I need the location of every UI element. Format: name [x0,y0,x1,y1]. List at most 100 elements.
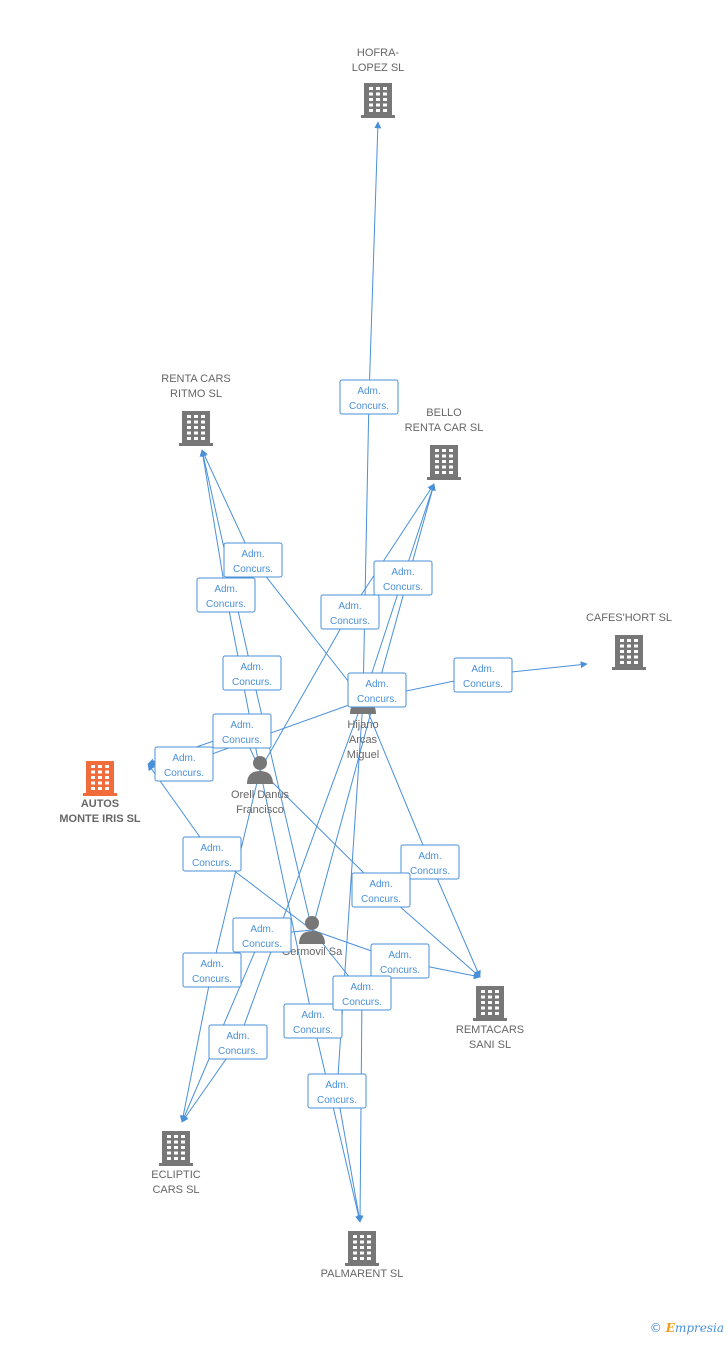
empresia-watermark[interactable]: ©Empresia [650,1321,724,1335]
node-palmarent[interactable]: PALMARENT SL [321,1231,404,1280]
edge-label-status: Concurs. [206,599,246,610]
edge-role-label[interactable]: Adm.Concurs. [222,655,282,691]
building-icon [427,445,461,480]
edge-label-role: Adm. [301,1010,324,1021]
edge-label-box [283,1003,343,1039]
edge-label-role: Adm. [357,386,380,397]
edge-label-role: Adm. [241,549,264,560]
edge-label-status: Concurs. [164,768,204,779]
edge-label-role: Adm. [214,584,237,595]
edge-label-status: Concurs. [317,1095,357,1106]
node-label: ECLIPTIC [151,1169,201,1181]
node-label: REMTACARS [456,1024,524,1036]
edge-label-role: Adm. [350,982,373,993]
edge-role-label[interactable]: Adm. Concurs. [351,872,411,908]
building-icon [612,635,646,670]
edge-label-status: Concurs. [463,679,503,690]
edge-label-status: Concurs. [330,616,370,627]
edge-label-role: Adm. [369,879,392,890]
building-icon [361,83,395,118]
edge-role-label[interactable]: Adm.Concurs. [320,594,380,630]
edge-role-label[interactable]: Adm.Concurs. [182,952,242,988]
edge-role-label[interactable]: Adm.Concurs. [154,746,214,782]
edge-role-label[interactable]: Adm.Concurs. [370,943,430,979]
edge-label-role: Adm. [230,720,253,731]
edge-label-role: Adm. [226,1031,249,1042]
node-label: Arcas [349,734,378,746]
node-hofra[interactable]: HOFRA-LOPEZ SL [352,47,405,118]
edge-label-role: Adm. [391,567,414,578]
edge-role-label[interactable]: Adm. Concurs. [400,844,460,880]
node-label: AUTOS [81,798,119,810]
edge-label-box [370,943,430,979]
edge-role-label[interactable]: Adm.Concurs. [453,657,513,693]
node-label: CAFES'HORT SL [586,612,672,624]
edge-label-status: Concurs. [232,677,272,688]
edge-role-label[interactable]: Adm.Concurs. [182,836,242,872]
edge-label-box [320,594,380,630]
building-icon [345,1231,379,1266]
node-label: HOFRA- [357,47,400,59]
edge-label-box [307,1073,367,1109]
edge-label-status: Concurs. [293,1025,333,1036]
edge-label-box [223,542,283,578]
node-label: Francisco [236,804,284,816]
edge-labels-layer: Adm. Concurs. Adm. Concurs. Adm. Concurs. Adm.… [154,379,513,1109]
node-label: MONTE IRIS SL [59,813,141,825]
edge-label-status: Concurs. [361,894,401,905]
edge-role-label[interactable]: Adm. Concurs. [283,1003,343,1039]
edge-label-role: Adm. [325,1080,348,1091]
node-remtacars[interactable]: REMTACARS SANI SL [456,986,524,1051]
copyright-icon: © [649,1321,662,1335]
person-icon [247,756,273,784]
node-label: CARS SL [152,1184,199,1196]
edge-label-box [182,952,242,988]
edge-label-box [332,975,392,1011]
person-icon [299,916,325,944]
edge-label-box [196,577,256,613]
node-label: Hijano [347,719,378,731]
building-icon [159,1131,193,1166]
edge-label-box [339,379,399,415]
node-label: SANI SL [469,1039,511,1051]
edge-label-status: Concurs. [357,694,397,705]
edge-label-status: Concurs. [410,866,450,877]
edge-role-label[interactable]: Adm. Concurs. [196,577,256,613]
edge-label-box [373,560,433,596]
edge-label-role: Adm. [418,851,441,862]
edge-role-label[interactable]: Adm. Concurs. [307,1073,367,1109]
edge-label-role: Adm. [200,959,223,970]
edge-label-role: Adm. [388,950,411,961]
edge-role-label[interactable]: Adm.Concurs. [232,917,292,953]
edge-label-status: Concurs. [218,1046,258,1057]
edge-label-box [400,844,460,880]
node-label: Orell Danus [231,789,290,801]
node-label: Germovil Sa [282,946,343,958]
edge-role-label[interactable]: Adm. Concurs. [373,560,433,596]
node-germovil[interactable]: Germovil Sa [282,916,343,958]
node-cafeshort[interactable]: CAFES'HORT SL [586,612,672,670]
node-ecliptic[interactable]: ECLIPTIC CARS SL [151,1131,201,1196]
edge-role-label[interactable]: Adm.Concurs. [212,713,272,749]
node-label: Miguel [347,749,379,761]
building-icon [83,761,117,796]
edge-role-label[interactable]: Adm.Concurs. [339,379,399,415]
edge-role-label[interactable]: Adm.Concurs. [223,542,283,578]
edge-role-label[interactable]: Adm.Concurs. [347,672,407,708]
edge-role-label[interactable]: Adm. Concurs. [208,1024,268,1060]
edge-label-status: Concurs. [383,582,423,593]
node-label: RENTA CARS [161,373,230,385]
edge-label-status: Concurs. [342,997,382,1008]
edge-role-label[interactable]: Adm. Concurs. [332,975,392,1011]
node-label: PALMARENT SL [321,1268,404,1280]
building-icon [473,986,507,1021]
edge-label-status: Concurs. [192,858,232,869]
node-autos[interactable]: AUTOS MONTE IRIS SL [59,761,141,825]
edge-label-role: Adm. [250,924,273,935]
edge-label-box [154,746,214,782]
